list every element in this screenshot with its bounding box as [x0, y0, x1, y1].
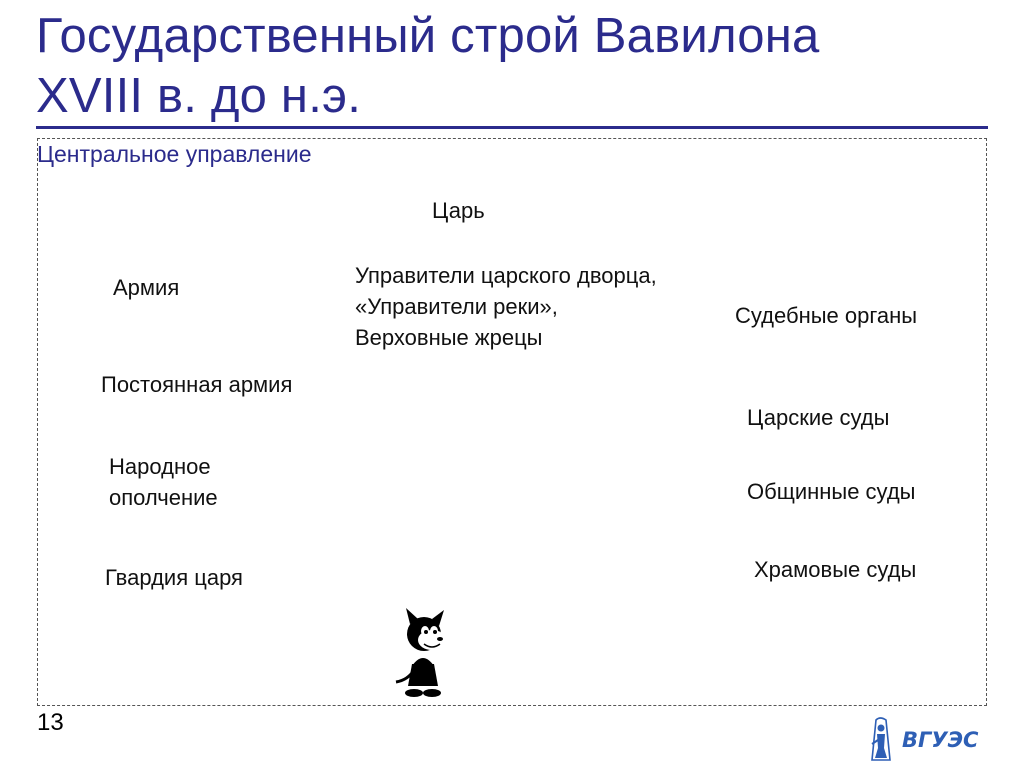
militia-line-2: ополчение [109, 485, 218, 510]
section-subtitle: Центральное управление [37, 141, 312, 167]
university-logo-icon: ВГУЭС [871, 717, 979, 761]
officials-block: Управители царского дворца, «Управители … [355, 260, 657, 353]
slide-title-line-2: XVIII в. до н.э. [36, 69, 362, 123]
royal-courts-label: Царские суды [747, 405, 890, 430]
militia-line-1: Народное [109, 454, 211, 479]
temple-courts-label: Храмовые суды [754, 557, 917, 582]
slide-number: 13 [37, 709, 64, 736]
slide-title-line-1: Государственный строй Вавилона [36, 9, 820, 63]
standing-army-label: Постоянная армия [101, 372, 293, 397]
officials-line-1: Управители царского дворца, [355, 263, 657, 288]
content-frame [37, 138, 987, 706]
officials-line-2: «Управители реки», [355, 294, 558, 319]
judicial-bodies-label: Судебные органы [735, 303, 918, 328]
army-label: Армия [113, 275, 180, 300]
militia-block: Народное ополчение [109, 451, 218, 513]
officials-line-3: Верховные жрецы [355, 325, 543, 350]
logo-text: ВГУЭС [902, 728, 979, 752]
community-courts-label: Общинные суды [747, 479, 916, 504]
title-underline [36, 126, 988, 129]
king-label: Царь [432, 198, 485, 223]
royal-guard-label: Гвардия царя [105, 565, 243, 590]
slide-title: Государственный строй Вавилона XVIII в. … [36, 6, 996, 126]
cartoon-cat-icon [395, 608, 446, 697]
